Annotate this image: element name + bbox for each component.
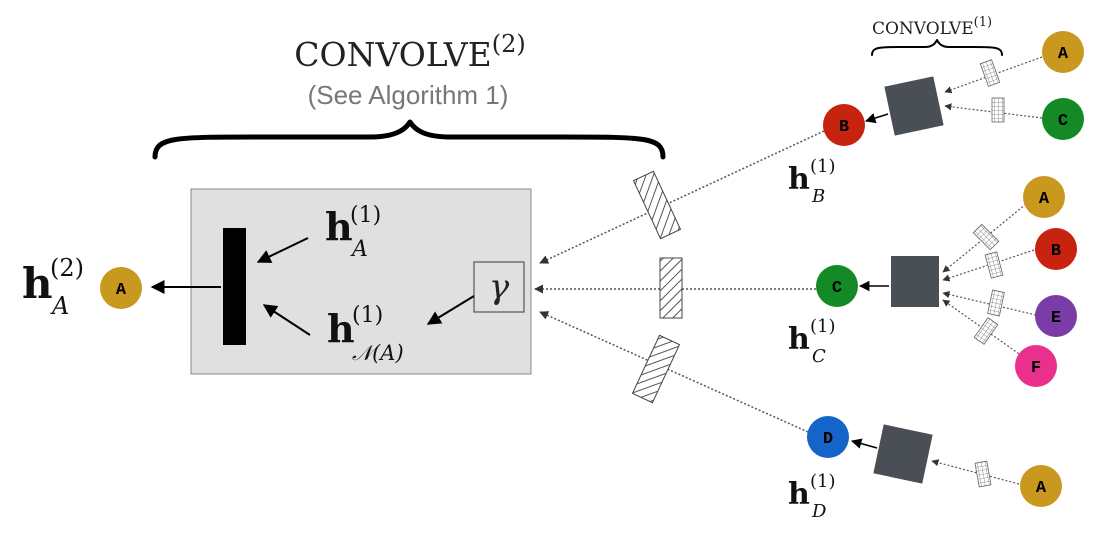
aggregator-square-c: [891, 256, 939, 307]
edge-b-agg-to-b: [864, 113, 889, 124]
embedding-label-c: h (1) C: [788, 316, 836, 367]
svg-text:(1): (1): [352, 303, 383, 328]
embedding-label-b: h (1) B: [788, 156, 836, 207]
small-transform-ba: [979, 59, 1001, 87]
output-node-a: A: [100, 267, 142, 309]
small-transform-ce: [987, 289, 1005, 317]
small-transform-cb: [984, 251, 1004, 279]
svg-text:(1): (1): [810, 471, 836, 492]
svg-text:h: h: [788, 322, 810, 357]
node-b-neighbor-c: C: [1042, 98, 1084, 140]
self-embedding-label: h (1) A: [325, 203, 381, 262]
svg-text:A: A: [116, 281, 127, 300]
convolve-2-brace: [152, 119, 666, 160]
svg-text:C: C: [1058, 112, 1068, 131]
convolve-2-title: CONVOLVE(2): [294, 30, 525, 74]
aggregator-square-b: [884, 76, 944, 136]
svg-text:h: h: [327, 306, 355, 351]
gamma-pooling-box: [473, 261, 525, 313]
small-transform-cf: [973, 317, 999, 345]
neigh-to-concat-arrow: [262, 304, 311, 336]
svg-text:A: A: [1036, 479, 1047, 498]
edge-d-to-gamma: [539, 311, 809, 433]
concat-bar: [223, 228, 246, 345]
self-to-concat-arrow: [256, 237, 309, 263]
svg-text:A: A: [50, 292, 69, 320]
svg-text:C: C: [832, 279, 842, 298]
svg-text:C: C: [812, 346, 826, 367]
small-transform-bc: [991, 97, 1005, 123]
svg-text:A: A: [1058, 45, 1069, 64]
small-transform-ca: [972, 223, 1000, 251]
node-b: B: [823, 104, 865, 146]
output-embedding-label: h (2) A: [22, 254, 84, 320]
svg-text:D: D: [823, 430, 833, 449]
node-c-neighbor-f: F: [1015, 345, 1057, 387]
svg-text:A: A: [350, 237, 368, 262]
svg-text:B: B: [1051, 242, 1061, 261]
node-c-neighbor-e: E: [1035, 295, 1077, 337]
svg-text:F: F: [1031, 359, 1041, 378]
edge-b-to-gamma: [539, 130, 825, 264]
node-c-neighbor-a: A: [1023, 176, 1065, 218]
node-d: D: [807, 416, 849, 458]
see-algorithm-subtitle: (See Algorithm 1): [308, 80, 509, 110]
edge-d-agg-to-d: [850, 438, 878, 449]
svg-text:B: B: [839, 118, 849, 137]
transform-block-b: [632, 170, 682, 240]
convolve-1-title: CONVOLVE(1): [872, 15, 992, 39]
svg-text:(1): (1): [350, 203, 381, 228]
node-d-neighbor-a: A: [1020, 465, 1062, 507]
node-c-neighbor-b: B: [1035, 228, 1077, 270]
edge-ba-to-agg-b: [944, 56, 1043, 94]
gamma-symbol: γ: [489, 267, 510, 307]
svg-text:h: h: [788, 477, 810, 512]
node-b-neighbor-a: A: [1042, 31, 1084, 73]
svg-text:B: B: [811, 186, 825, 207]
node-c: C: [816, 265, 858, 307]
svg-text:(1): (1): [810, 156, 836, 177]
svg-text:(1): (1): [810, 316, 836, 337]
svg-text:(2): (2): [50, 254, 84, 282]
edge-da-to-agg-d: [931, 459, 1020, 485]
convolve-1-brace: [871, 39, 1003, 56]
transform-block-d: [631, 334, 681, 404]
aggregator-square-d: [873, 424, 933, 484]
svg-text:𝒩(A): 𝒩(A): [352, 341, 404, 365]
neighbor-embedding-label: h (1) 𝒩(A): [327, 303, 404, 365]
svg-text:A: A: [1039, 190, 1050, 209]
svg-text:D: D: [811, 501, 827, 522]
transform-block-c: [659, 257, 683, 319]
svg-text:h: h: [788, 162, 810, 197]
svg-text:h: h: [325, 204, 353, 249]
small-transform-da: [974, 460, 992, 488]
embedding-label-d: h (1) D: [788, 471, 836, 522]
svg-text:E: E: [1051, 309, 1061, 328]
svg-text:h: h: [22, 259, 53, 308]
gamma-to-neigh-arrow: [426, 295, 475, 325]
